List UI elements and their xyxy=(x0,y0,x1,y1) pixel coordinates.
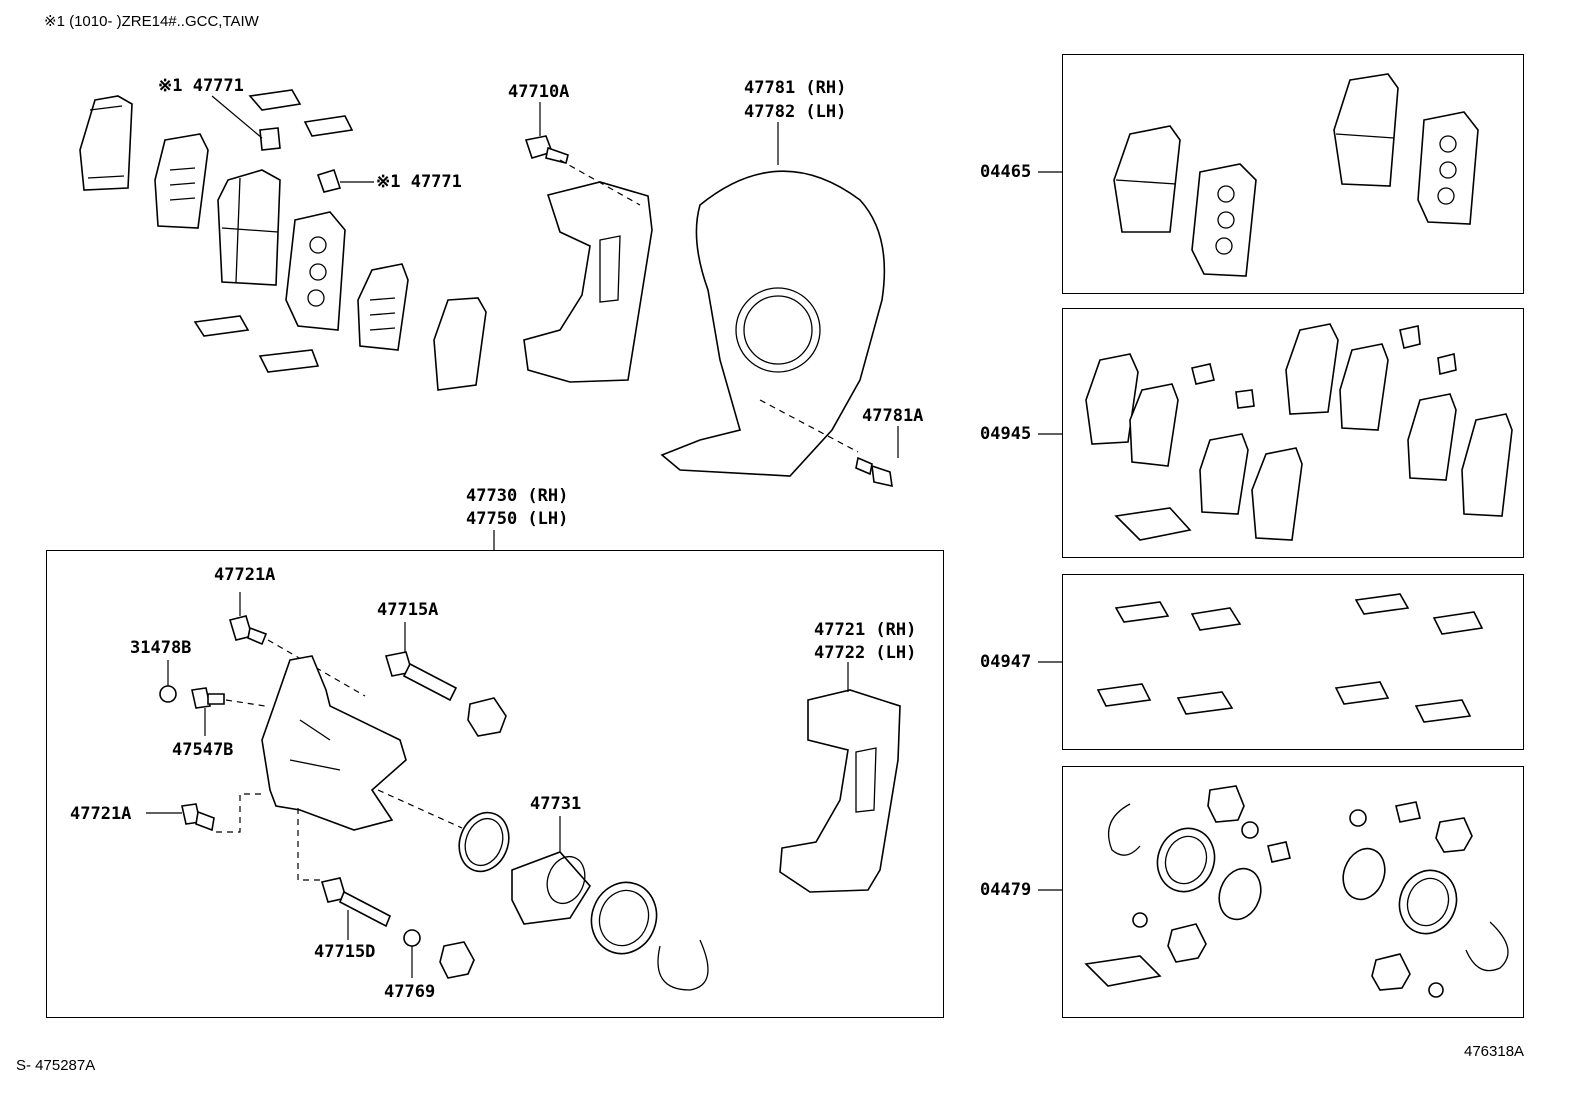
caliper-assembly-box xyxy=(46,550,944,1018)
kit-04465-pads xyxy=(1113,73,1479,277)
cylinder-body xyxy=(261,655,407,831)
caliper-bracket-right xyxy=(779,662,901,893)
callout-47715A[interactable]: 47715A xyxy=(377,600,439,620)
bolt-47721A-left xyxy=(146,793,262,833)
callout-47750-lh[interactable]: 47750 (LH) xyxy=(466,509,569,529)
bolt-47710A xyxy=(524,102,569,164)
callout-47731[interactable]: 47731 xyxy=(530,794,582,814)
leader-lines-pad xyxy=(211,95,374,183)
kit-code-04947[interactable]: 04947 xyxy=(980,652,1032,672)
disc-brake-dust-cover xyxy=(660,122,886,477)
callout-47781-rh[interactable]: 47781 (RH) xyxy=(744,78,847,98)
bleeder-plug-47547B xyxy=(191,687,266,736)
callout-47710A[interactable]: 47710A xyxy=(508,82,570,102)
footer-right-code: 476318A xyxy=(1464,1043,1525,1060)
brake-pad-outer xyxy=(217,169,281,286)
pad-support-plates xyxy=(193,89,354,373)
piston-47731 xyxy=(511,816,591,925)
callout-47771-clip[interactable]: ※1 47771 xyxy=(376,172,462,192)
piston-boot xyxy=(590,881,658,955)
callout-31478B[interactable]: 31478B xyxy=(130,638,192,658)
bushing-47769 xyxy=(403,929,421,978)
header-note: ※1 (1010- )ZRE14#..GCC,TAIW xyxy=(44,13,259,30)
boot-lower xyxy=(439,941,475,979)
callout-47547B[interactable]: 47547B xyxy=(172,740,234,760)
kit-box-04479 xyxy=(1062,766,1524,1018)
callout-47781A[interactable]: 47781A xyxy=(862,406,924,426)
kit-box-04945 xyxy=(1062,308,1524,558)
callout-47769[interactable]: 47769 xyxy=(384,982,436,1002)
callout-47715D[interactable]: 47715D xyxy=(314,942,376,962)
bleeder-plug-31478B xyxy=(159,660,177,703)
set-ring xyxy=(657,939,709,991)
kit-box-04947 xyxy=(1062,574,1524,750)
slide-pin-47715D xyxy=(297,808,392,940)
callout-47722-lh[interactable]: 47722 (LH) xyxy=(814,643,917,663)
footer-left-code: S- 475287A xyxy=(16,1057,96,1074)
caliper-mounting-bracket xyxy=(523,159,653,383)
slide-pin-47715A xyxy=(384,622,458,702)
anti-squeal-shim-outer-2 xyxy=(433,297,487,391)
kit-04479-seals xyxy=(1084,785,1509,998)
callout-47721-rh[interactable]: 47721 (RH) xyxy=(814,620,917,640)
kit-code-04945[interactable]: 04945 xyxy=(980,424,1032,444)
bolt-47781A xyxy=(855,426,899,488)
kit-code-04465[interactable]: 04465 xyxy=(980,162,1032,182)
callout-47730-rh[interactable]: 47730 (RH) xyxy=(466,486,569,506)
kit-04947-plates xyxy=(1096,593,1484,723)
anti-squeal-shim-outer xyxy=(79,95,133,191)
callout-47771-top[interactable]: ※1 47771 xyxy=(158,76,244,96)
callout-47721A-top[interactable]: 47721A xyxy=(214,565,276,585)
kit-code-04479[interactable]: 04479 xyxy=(980,880,1032,900)
callout-47782-lh[interactable]: 47782 (LH) xyxy=(744,102,847,122)
boot-upper xyxy=(467,697,507,737)
anti-squeal-shim-inner xyxy=(154,133,209,229)
anti-squeal-shim-inner-2 xyxy=(357,263,409,351)
piston-seal xyxy=(377,789,510,873)
callout-47721A-left[interactable]: 47721A xyxy=(70,804,132,824)
kit-04945-shims xyxy=(1085,323,1513,541)
kit-box-04465 xyxy=(1062,54,1524,294)
brake-pad-inner xyxy=(285,211,346,331)
kit-leaders xyxy=(1038,171,1062,891)
